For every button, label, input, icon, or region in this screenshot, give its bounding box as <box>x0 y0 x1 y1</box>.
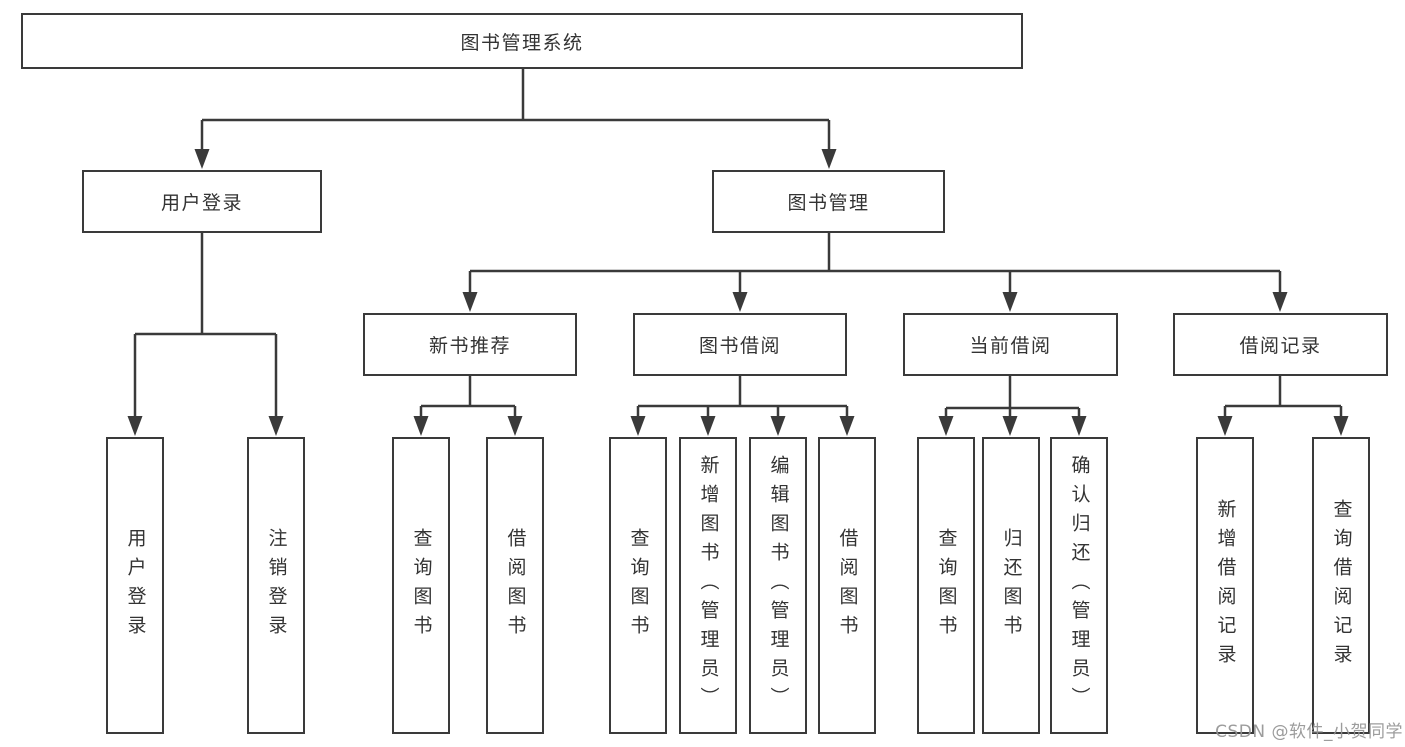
leaf-edit-books-admin-label: 编辑图书（管理员） <box>767 455 790 716</box>
arrow-down-icon <box>194 149 210 169</box>
arrow-down-icon <box>821 149 837 169</box>
node-new-book-recommend: 新书推荐 <box>363 313 577 376</box>
leaf-borrow-query-books: 查询图书 <box>609 437 667 734</box>
node-book-borrow-label: 图书借阅 <box>698 335 781 357</box>
leaf-add-books-admin: 新增图书（管理员） <box>679 437 737 734</box>
leaf-newbook-query-books-label: 查询图书 <box>410 527 433 644</box>
node-current-borrow: 当前借阅 <box>903 313 1118 376</box>
leaf-return-books: 归还图书 <box>982 437 1040 734</box>
node-root-label: 图书管理系统 <box>460 31 584 54</box>
node-new-book-recommend-label: 新书推荐 <box>428 335 511 357</box>
leaf-logout: 注销登录 <box>247 437 305 734</box>
leaf-newbook-borrow-books-label: 借阅图书 <box>504 527 527 644</box>
arrow-down-icon <box>462 292 478 312</box>
node-book-management: 图书管理 <box>712 170 945 233</box>
leaf-edit-books-admin: 编辑图书（管理员） <box>749 437 807 734</box>
arrow-down-icon <box>839 416 855 436</box>
arrow-down-icon <box>1002 292 1018 312</box>
arrow-down-icon <box>700 416 716 436</box>
leaf-borrow-query-books-label: 查询图书 <box>627 527 650 644</box>
leaf-query-borrow-record: 查询借阅记录 <box>1312 437 1370 734</box>
arrow-down-icon <box>732 292 748 312</box>
node-current-borrow-label: 当前借阅 <box>969 335 1052 357</box>
leaf-add-borrow-record: 新增借阅记录 <box>1196 437 1254 734</box>
arrow-down-icon <box>1272 292 1288 312</box>
leaf-query-borrow-record-label: 查询借阅记录 <box>1330 498 1353 673</box>
arrow-down-icon <box>1071 416 1087 436</box>
leaf-confirm-return-admin: 确认归还（管理员） <box>1050 437 1108 734</box>
arrow-down-icon <box>268 416 284 436</box>
csdn-watermark: CSDN @软件_小贺同学 <box>1215 722 1403 742</box>
leaf-user-login: 用户登录 <box>106 437 164 734</box>
leaf-newbook-query-books: 查询图书 <box>392 437 450 734</box>
leaf-add-books-admin-label: 新增图书（管理员） <box>697 455 720 716</box>
node-book-management-label: 图书管理 <box>787 192 870 214</box>
arrow-down-icon <box>770 416 786 436</box>
leaf-newbook-borrow-books: 借阅图书 <box>486 437 544 734</box>
arrow-down-icon <box>507 416 523 436</box>
arrow-down-icon <box>630 416 646 436</box>
leaf-confirm-return-admin-label: 确认归还（管理员） <box>1068 455 1091 716</box>
node-root: 图书管理系统 <box>21 13 1023 69</box>
arrow-down-icon <box>413 416 429 436</box>
leaf-current-query-books-label: 查询图书 <box>935 527 958 644</box>
arrow-down-icon <box>938 416 954 436</box>
leaf-logout-label: 注销登录 <box>265 527 288 644</box>
leaf-user-login-label: 用户登录 <box>124 527 147 644</box>
arrow-down-icon <box>1333 416 1349 436</box>
node-borrow-records-label: 借阅记录 <box>1239 335 1322 357</box>
leaf-return-books-label: 归还图书 <box>1000 527 1023 644</box>
leaf-borrow-borrow-books-label: 借阅图书 <box>836 527 859 644</box>
arrow-down-icon <box>127 416 143 436</box>
leaf-borrow-borrow-books: 借阅图书 <box>818 437 876 734</box>
arrow-down-icon <box>1002 416 1018 436</box>
node-user-login: 用户登录 <box>82 170 322 233</box>
arrow-down-icon <box>1217 416 1233 436</box>
node-borrow-records: 借阅记录 <box>1173 313 1388 376</box>
leaf-add-borrow-record-label: 新增借阅记录 <box>1214 498 1237 673</box>
node-user-login-label: 用户登录 <box>160 192 243 214</box>
node-book-borrow: 图书借阅 <box>633 313 847 376</box>
leaf-current-query-books: 查询图书 <box>917 437 975 734</box>
